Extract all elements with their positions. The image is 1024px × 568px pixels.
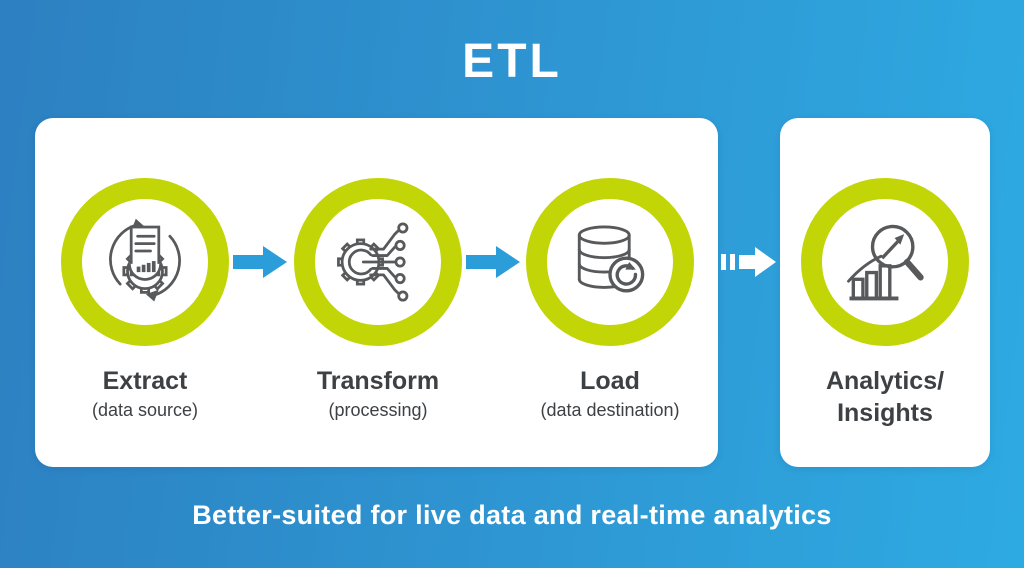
fast-forward-arrow — [721, 247, 776, 277]
stage-sublabel-transform: (processing) — [328, 400, 428, 420]
page-title: ETL — [462, 35, 562, 88]
analytics-ring — [801, 178, 969, 346]
flow-arrow-1 — [233, 246, 287, 278]
transform-ring — [294, 178, 462, 346]
document-gear-sync-icon — [109, 218, 181, 302]
caption: Better-suited for live data and real-tim… — [192, 500, 832, 530]
gear-circuit-icon — [337, 222, 409, 302]
analytics-label-line2: Insights — [837, 399, 933, 427]
stage-label-extract: Extract — [102, 367, 188, 395]
extract-ring — [61, 178, 229, 346]
analytics-label-line1: Analytics/ — [825, 367, 945, 395]
stage-sublabel-load: (data destination) — [540, 400, 680, 420]
etl-pipeline-card: Extract (data source) — [35, 118, 718, 467]
analytics-card: Analytics/ Insights — [780, 118, 990, 467]
stage-extract: Extract (data source) — [35, 178, 255, 422]
stage-load: Load (data destination) — [500, 178, 720, 422]
stage-label-transform: Transform — [316, 367, 440, 395]
stage-label-load: Load — [580, 367, 640, 395]
database-refresh-icon — [577, 225, 645, 293]
stage-transform: Transform (processing) — [268, 178, 488, 422]
magnifier-bar-chart-icon — [847, 224, 924, 301]
flow-arrow-2 — [466, 246, 520, 278]
stage-sublabel-extract: (data source) — [91, 400, 199, 420]
stage-analytics: Analytics/ Insights — [780, 178, 990, 428]
load-ring — [526, 178, 694, 346]
